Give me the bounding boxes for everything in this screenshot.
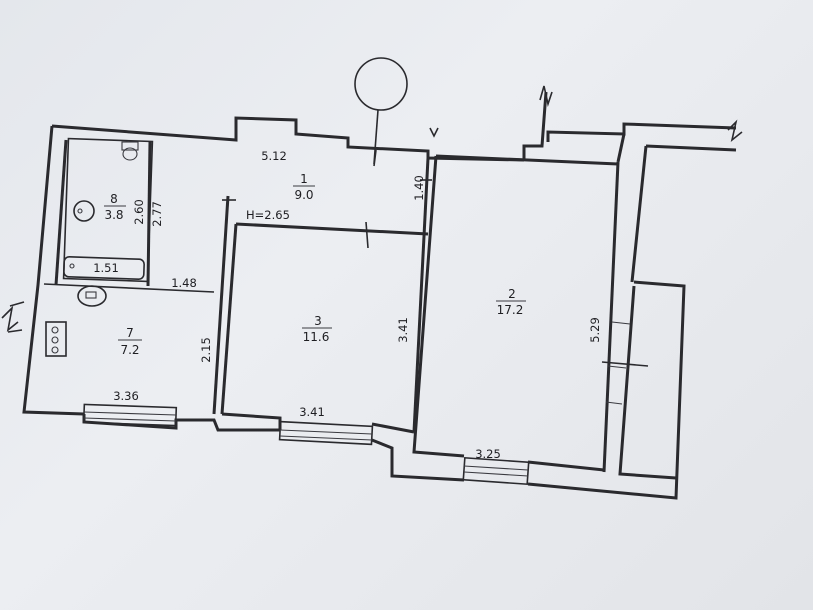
dim-room-2-height: 5.29: [588, 317, 602, 343]
toilet-icon: [121, 141, 139, 161]
room-7-area: 7.2: [120, 343, 139, 357]
ceiling-height: H=2.65: [246, 208, 290, 222]
dim-hall-width: 1.48: [171, 276, 197, 290]
dim-corridor-top: 5.12: [261, 149, 287, 163]
dim-room-3-width: 3.41: [299, 405, 325, 419]
room-2-label: 2 17.2: [496, 287, 526, 317]
kitchen-sink-icon: [77, 285, 107, 307]
room-2-area: 17.2: [497, 303, 524, 317]
dim-room-2-width: 3.25: [475, 447, 501, 461]
room-7-label: 7 7.2: [118, 326, 142, 357]
room-8-number: 8: [110, 192, 118, 206]
windows: [82, 403, 530, 486]
stove-icon: [45, 321, 67, 357]
dim-corridor-side: 1.40: [412, 175, 426, 201]
room-1-area: 9.0: [294, 188, 313, 202]
room-1-number: 1: [300, 172, 308, 186]
bathtub-icon: [63, 255, 145, 281]
room-8-area: 3.8: [104, 208, 123, 222]
room-3-number: 3: [314, 314, 322, 328]
window-room-3: [278, 420, 374, 446]
dimension-labels: 5.12 1.40 H=2.65 3.25 5.29 3.41 3.41 3.3…: [93, 149, 602, 461]
dim-bath-width: 1.51: [93, 261, 119, 275]
room-1-label: 1 9.0: [293, 172, 315, 202]
fixtures: [45, 141, 145, 357]
dim-room-3-inner: 3.41: [396, 317, 410, 343]
room-8-label: 8 3.8: [104, 192, 126, 222]
window-room-2: [462, 456, 530, 486]
dim-kitchen-width: 3.36: [113, 389, 139, 403]
dim-kitchen-height: 2.15: [199, 337, 213, 363]
dim-bath-depth-b: 2.77: [150, 201, 164, 227]
room-2-number: 2: [508, 287, 516, 301]
dim-bath-depth-a: 2.60: [132, 199, 146, 225]
room-3-area: 11.6: [303, 330, 330, 344]
room-7-number: 7: [126, 326, 134, 340]
interior-walls: [43, 137, 649, 472]
washbasin-icon: [73, 200, 95, 222]
window-kitchen: [82, 403, 178, 427]
room-labels: 1 9.0 2 17.2 3 11.6 7 7.2 8 3.8: [104, 172, 526, 357]
break-marks: [1, 85, 743, 333]
room-3-label: 3 11.6: [302, 314, 332, 344]
orientation-circle-icon: [354, 57, 439, 165]
outer-walls: [22, 91, 737, 500]
